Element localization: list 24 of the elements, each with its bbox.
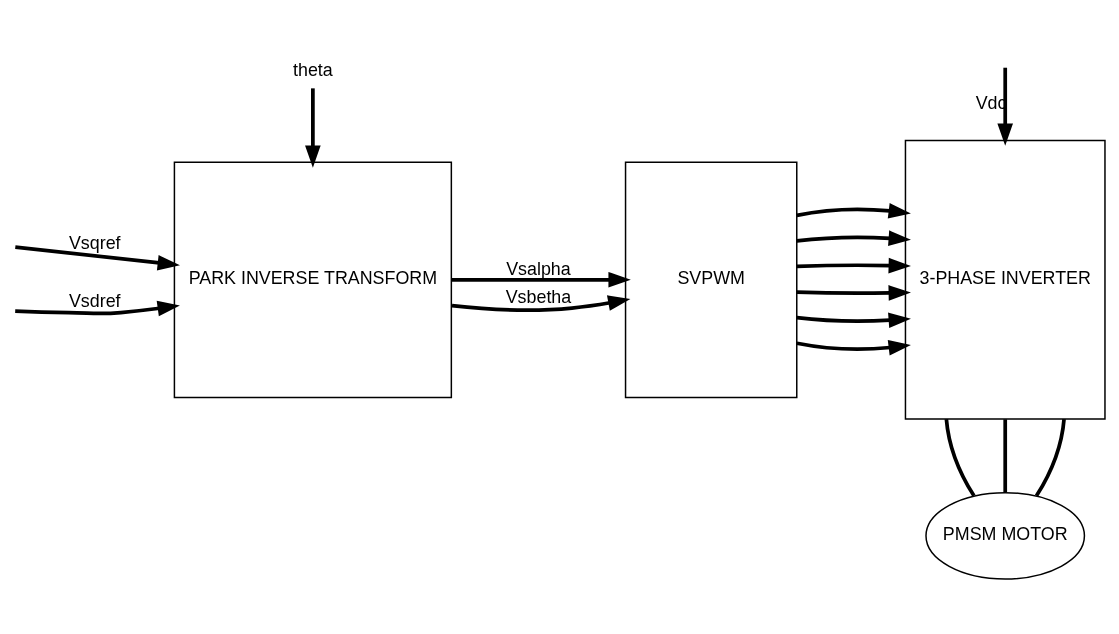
node-box: 3-PHASE INVERTER [904, 139, 1106, 420]
arrow [796, 339, 911, 356]
arrow [15, 300, 180, 317]
arrow [15, 245, 180, 271]
edge-label: Vsbetha [505, 287, 572, 307]
arrow [451, 271, 631, 288]
node-box: SVPWM [624, 161, 798, 399]
arrow [796, 203, 911, 219]
arrow [796, 230, 911, 246]
connector [1003, 419, 1008, 493]
arrow [796, 257, 911, 274]
arrow [796, 285, 911, 301]
edge-label: Vsdref [68, 291, 121, 312]
node-ellipse: PMSM MOTOR [925, 491, 1086, 580]
edge-label: Vsqref [68, 233, 121, 254]
connector [1034, 418, 1066, 497]
node-text: theta [293, 59, 333, 80]
edge-label: Vsalpha [506, 258, 571, 279]
arrow [997, 67, 1014, 146]
arrow [305, 88, 321, 168]
connector [944, 418, 976, 497]
node-box: PARK INVERSE TRANSFORM [173, 161, 453, 399]
arrow [796, 312, 911, 329]
arrow [451, 295, 631, 313]
